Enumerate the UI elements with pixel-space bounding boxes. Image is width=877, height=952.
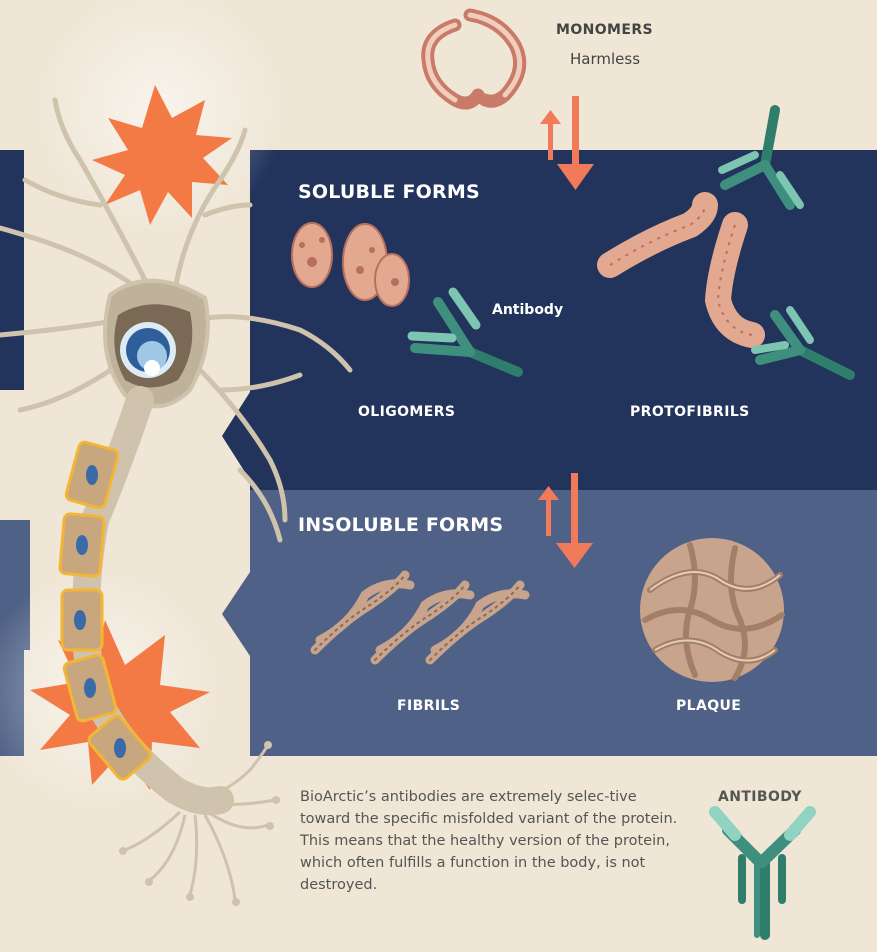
antibody-legend-title: ANTIBODY bbox=[718, 789, 802, 805]
description-text: BioArctic’s antibodies are extremely sel… bbox=[300, 786, 690, 896]
antibody-label: Antibody bbox=[492, 302, 563, 318]
insoluble-title: INSOLUBLE FORMS bbox=[298, 514, 503, 536]
plaque-illustration bbox=[640, 538, 784, 682]
protofibrils-label: PROTOFIBRILS bbox=[630, 404, 750, 420]
monomers-subtitle: Harmless bbox=[570, 50, 640, 68]
plaque-label: PLAQUE bbox=[676, 698, 741, 714]
oligomers-label: OLIGOMERS bbox=[358, 404, 455, 420]
soluble-title: SOLUBLE FORMS bbox=[298, 181, 480, 203]
monomers-title: MONOMERS bbox=[556, 22, 653, 38]
fibrils-label: FIBRILS bbox=[397, 698, 460, 714]
